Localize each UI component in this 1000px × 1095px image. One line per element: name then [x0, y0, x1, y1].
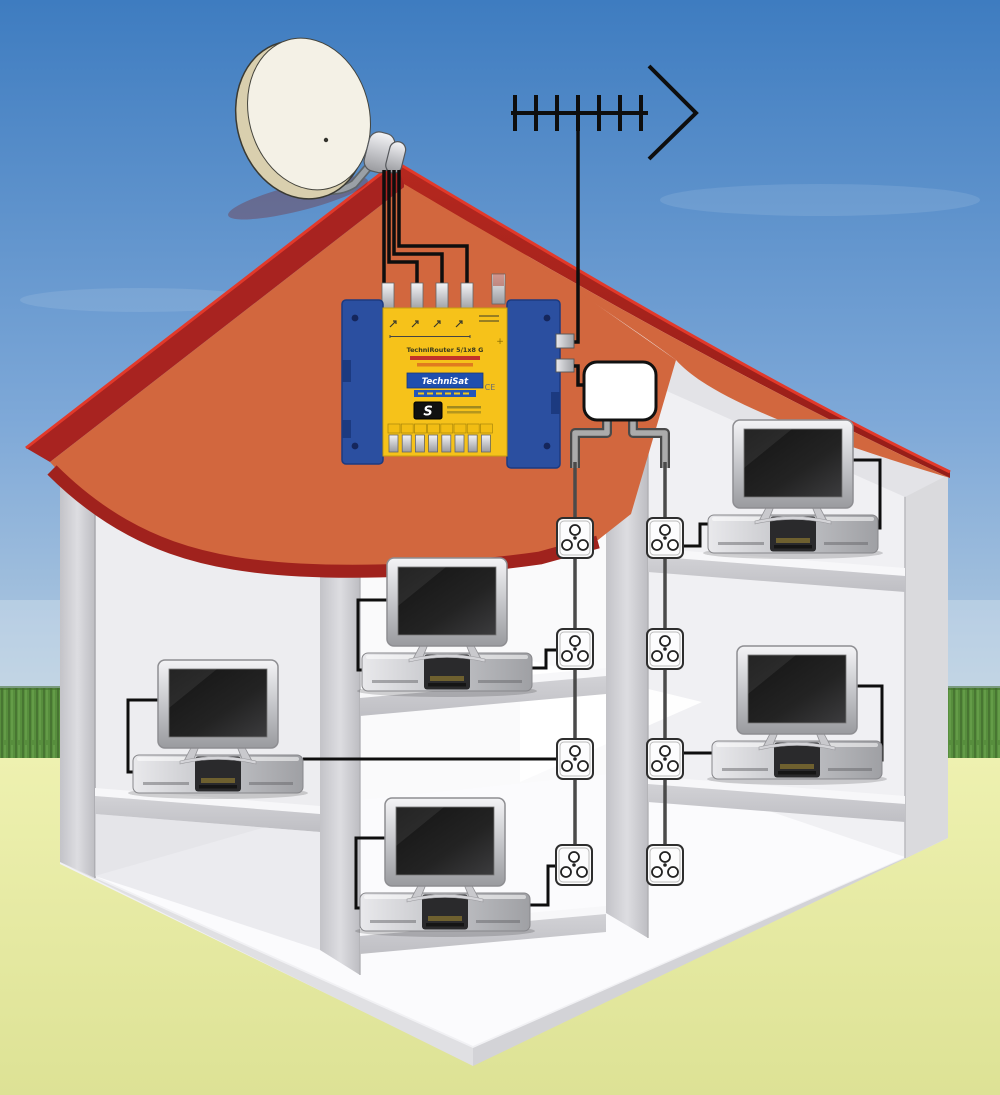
multiswitch-plus-mark: +	[496, 337, 504, 347]
multiswitch-output-labels	[387, 423, 493, 434]
floor-right-lower	[648, 776, 905, 822]
dish-face	[247, 37, 371, 191]
right-outer-wall	[905, 470, 948, 858]
dish-feed-cables	[382, 170, 469, 284]
multiswitch-brand-label: TechniSat	[422, 377, 469, 387]
bottom-right-face	[473, 838, 948, 1066]
multiswitch-flanges	[341, 299, 561, 469]
roof-edge-highlight	[25, 160, 397, 450]
terrestrial-antenna	[511, 64, 699, 344]
multiswitch-input-connectors	[381, 273, 506, 312]
left-outer-wall	[60, 444, 95, 878]
roof-right-edge-highlight	[395, 160, 951, 474]
antenna-outlet	[556, 738, 594, 780]
bottom-left-face	[60, 862, 473, 1066]
antenna-outlet	[556, 628, 594, 670]
partition-wall-left	[320, 478, 360, 975]
multiswitch-model-label: TechniRouter 5/1x8 G	[407, 346, 484, 354]
antenna-outlet	[556, 517, 594, 559]
multiswitch-to-splitter-cable	[574, 364, 584, 387]
cable-tv-loop-2	[356, 598, 387, 672]
cable-outlet-to-receiver-1	[683, 522, 710, 548]
satellite-dish	[234, 37, 469, 284]
multiswitch-s-badge: S	[413, 401, 481, 420]
svg-text:S: S	[423, 405, 432, 420]
multiswitch-ce-mark: CE	[485, 383, 496, 392]
antenna-feeder-cable	[574, 115, 580, 344]
splitter-box	[582, 360, 658, 422]
antenna-outlet	[646, 628, 684, 670]
antenna-arrowhead	[647, 64, 699, 161]
multiswitch-bracket-line	[389, 335, 471, 338]
multiswitch-side-connectors	[555, 333, 575, 373]
multiswitch-logo-block	[406, 372, 484, 389]
roof-left-outer-band	[26, 162, 416, 462]
dish-feed-hole	[323, 137, 329, 143]
multiswitch-subtitle-bar2	[417, 363, 473, 367]
antenna-outlet	[646, 517, 684, 559]
multiswitch: TechniRouter 5/1x8 G TechniSat CE + S	[341, 273, 584, 469]
cable-outlet-to-receiver-4	[530, 864, 556, 907]
trunk-casing	[570, 418, 670, 468]
roof-right-band-dark	[396, 162, 950, 478]
antenna-outlet	[555, 844, 593, 886]
lnb	[363, 131, 407, 174]
cloud-haze	[20, 288, 260, 312]
multiswitch-logo-strip-dots	[418, 392, 469, 395]
cable-tv-loop-3	[126, 698, 158, 774]
cable-outlet-to-receiver-2	[532, 648, 557, 670]
antenna-outlet	[646, 738, 684, 780]
multiswitch-port-arrows	[389, 315, 499, 328]
multiswitch-subtitle-bar	[410, 356, 480, 360]
floor-left	[95, 788, 320, 950]
cloud-haze	[660, 184, 980, 216]
antenna-outlet	[646, 844, 684, 886]
multiswitch-output-connectors	[388, 434, 491, 453]
